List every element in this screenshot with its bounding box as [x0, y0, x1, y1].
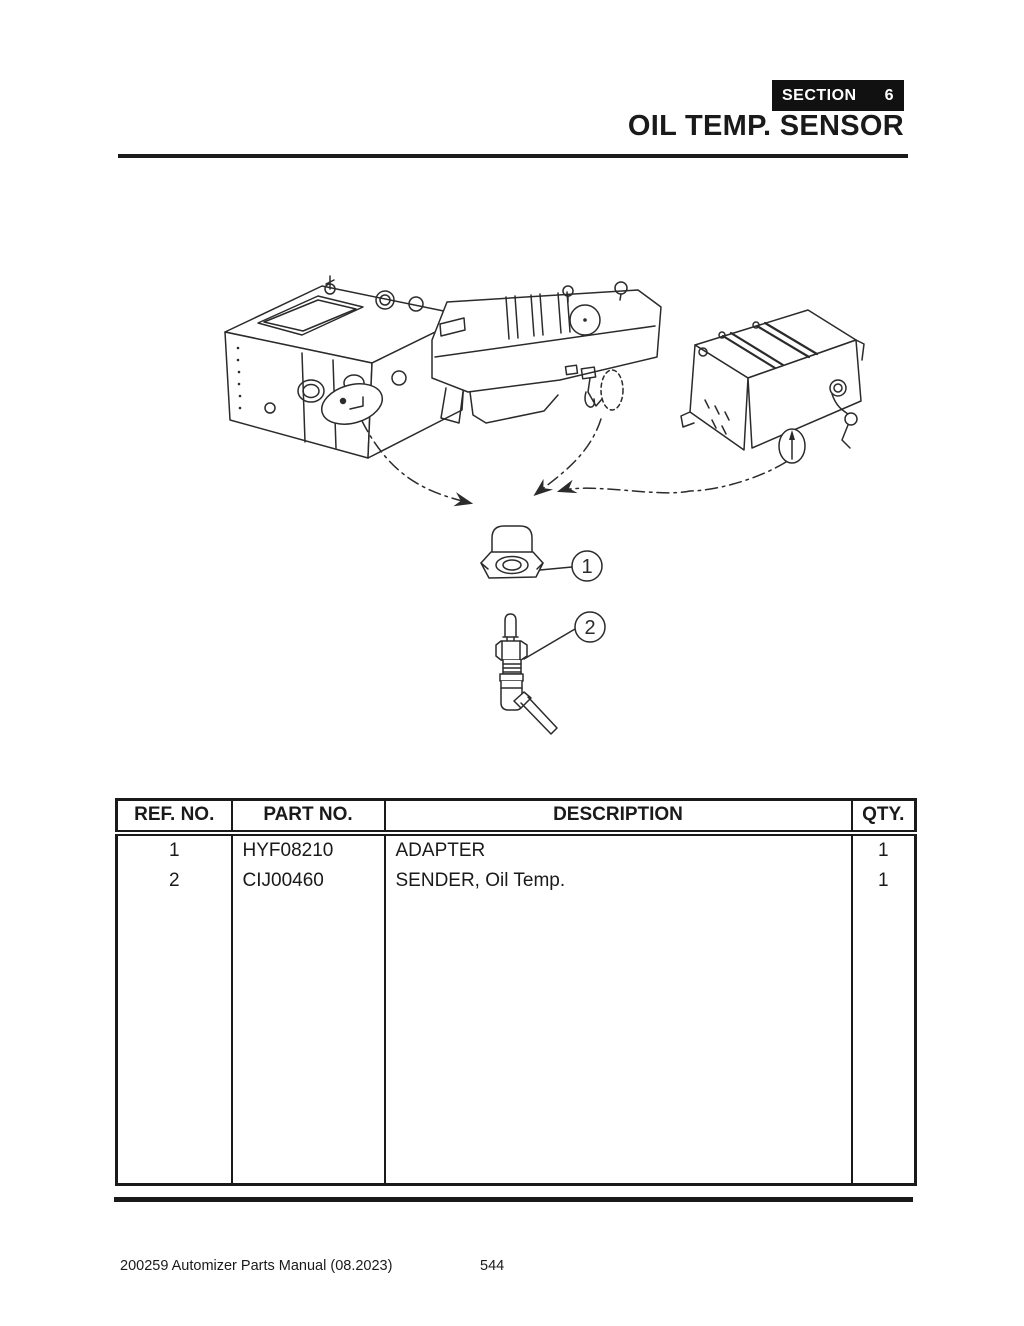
cell-ref-no: 1 — [115, 832, 233, 866]
section-label: SECTION — [781, 86, 857, 104]
cell-part-no: CIJ00460 — [230, 865, 386, 896]
callout-leader-1 — [539, 566, 573, 571]
callout-leader-2 — [523, 628, 576, 660]
table-row: 2 CIJ00460 SENDER, Oil Temp. 1 — [115, 865, 917, 896]
parts-table: REF. NO. PART NO. DESCRIPTION QTY. 1 HYF… — [115, 798, 917, 1186]
table-row: 1 HYF08210 ADAPTER 1 — [115, 832, 917, 866]
leader-arrow-right — [556, 461, 787, 494]
tank-illustration-middle — [431, 281, 662, 424]
leader-arrow-middle — [533, 418, 602, 497]
detail-callout-ellipse-middle — [600, 369, 624, 411]
callout-circle-2 — [574, 611, 606, 643]
col-header-qty: QTY. — [850, 798, 917, 836]
col-header-ref-no: REF. NO. — [115, 798, 233, 836]
parts-diagram: 1 2 — [224, 275, 865, 735]
col-header-description: DESCRIPTION — [383, 798, 853, 836]
cell-ref-no: 2 — [115, 865, 233, 896]
cell-description: ADAPTER — [383, 832, 853, 866]
section-badge: SECTION 6 — [771, 80, 904, 111]
leader-arrow-left — [361, 420, 474, 507]
table-header-row: REF. NO. PART NO. DESCRIPTION QTY. — [115, 798, 917, 836]
cell-qty: 1 — [850, 865, 917, 896]
callout-number-1: 1 — [581, 556, 592, 578]
tank-illustration-left — [224, 275, 479, 459]
section-number: 6 — [884, 86, 894, 104]
detail-callout-ellipse-left — [320, 383, 384, 425]
leader-arrows — [361, 418, 787, 507]
cell-description: SENDER, Oil Temp. — [383, 865, 853, 896]
footer-manual-title: 200259 Automizer Parts Manual (08.2023) — [120, 1258, 393, 1274]
part-sender-illustration — [495, 613, 576, 735]
page-title: OIL TEMP. SENSOR — [627, 110, 904, 142]
cell-qty: 1 — [850, 832, 917, 866]
part-adapter-illustration — [480, 525, 573, 579]
callout-number-2: 2 — [584, 617, 595, 639]
footer-page-number: 544 — [480, 1258, 505, 1274]
table-filler-row — [115, 895, 917, 1185]
cell-part-no: HYF08210 — [230, 832, 386, 866]
footer-rule — [114, 1197, 913, 1202]
col-header-part-no: PART NO. — [230, 798, 386, 836]
tank-illustration-right — [680, 309, 865, 464]
callout-circle-1 — [571, 550, 603, 582]
header-rule — [118, 154, 908, 158]
